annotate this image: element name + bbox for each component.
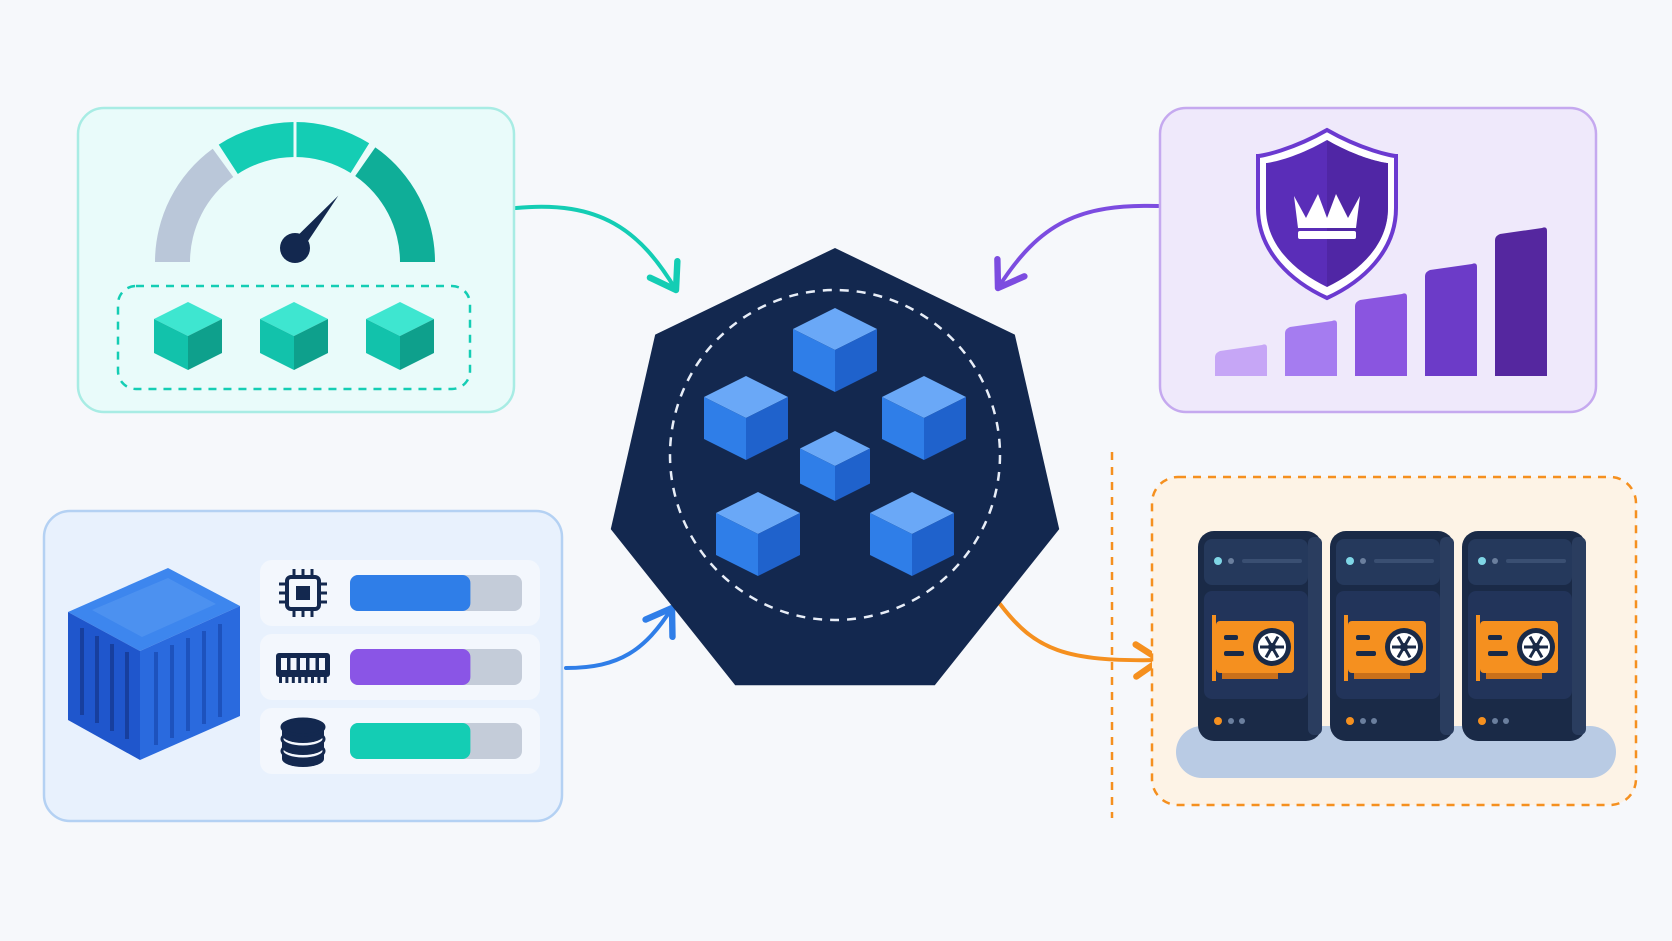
usage-row-memory [260,634,540,700]
pod-cube-icon [366,302,434,370]
resource-panel [42,509,564,823]
speedometer-icon [155,122,435,263]
gpu-card-icon [1476,615,1558,681]
gauge-hub [280,233,310,263]
hub-cube-icon [716,492,800,576]
priority-bar [1425,263,1477,376]
arrow-resources-to-hub [564,604,676,670]
hub-cube-icon [870,492,954,576]
shipping-container-icon [68,568,240,760]
hub-cube-icon [882,376,966,460]
crown-icon [1294,194,1360,228]
arrow-autoscaling-to-hub [514,204,681,294]
priority-bar [1355,293,1407,376]
pod-cube-icon [260,302,328,370]
gpu-card-icon [1344,615,1426,681]
usage-bar-fill [350,575,471,611]
priority-panel [1158,106,1598,414]
hub-cube-icon [793,308,877,392]
cpu-chip-icon [279,569,327,617]
pod-cube-icon [154,302,222,370]
hub-cube-icon [800,431,870,501]
server-rack-icon [1198,531,1322,741]
storage-database-icon [280,717,326,767]
shield-crown-icon [1256,127,1398,301]
priority-bar [1215,344,1267,376]
autoscaling-panel [76,106,516,414]
hub-cube-icon [704,376,788,460]
gauge-segment [155,148,234,262]
gauge-segment [355,147,435,262]
crown-base [1298,231,1356,239]
memory-ram-icon [276,653,330,683]
gpu-panel [1110,452,1638,818]
connectors [514,203,1164,680]
usage-bar-fill [350,649,471,685]
replica-group-frame [116,284,472,391]
cluster-boundary-ring [668,288,1002,622]
arrow-hub-to-gpu [998,602,1164,680]
server-rack-icon [1462,531,1586,741]
usage-row-cpu [260,560,540,626]
gpu-card-icon [1212,615,1294,681]
usage-row-storage [260,708,540,774]
priority-bar [1285,320,1337,376]
arrow-priority-to-hub [994,203,1160,292]
center-hub [610,248,1060,686]
usage-bar-fill [350,723,471,759]
priority-bar [1495,227,1547,376]
server-rack-icon [1330,531,1454,741]
